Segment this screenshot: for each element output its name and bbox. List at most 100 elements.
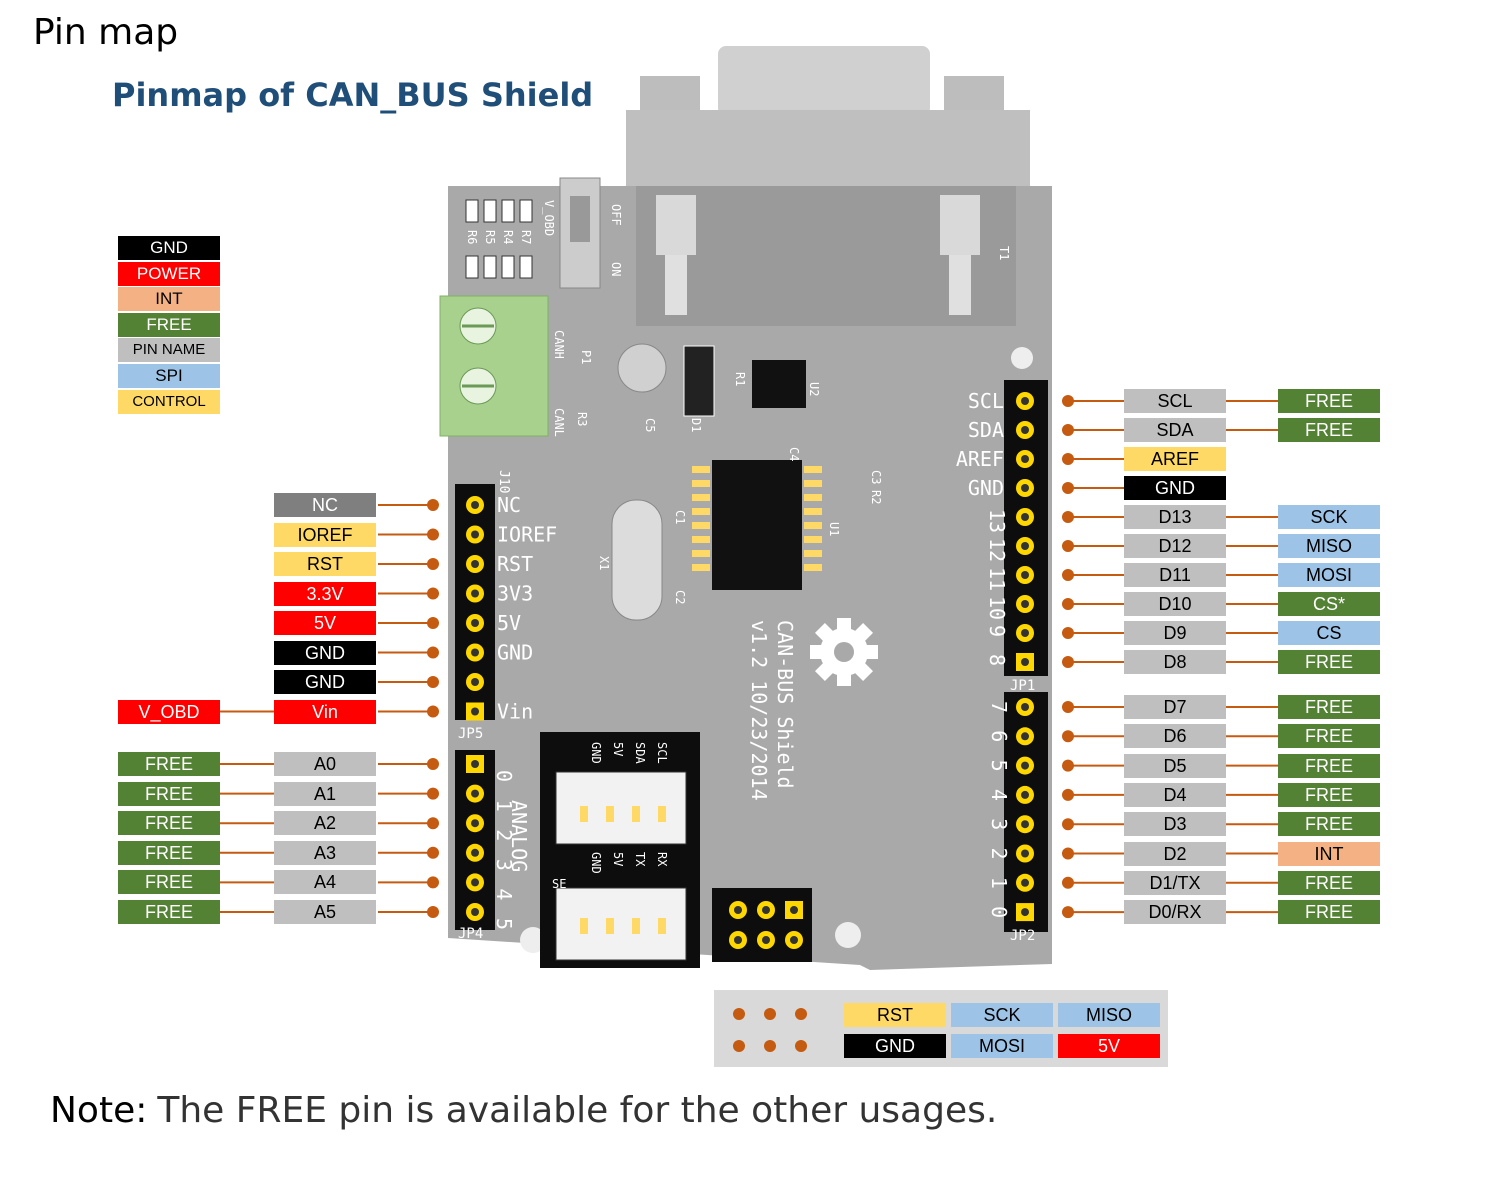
db9-post-left bbox=[640, 76, 700, 116]
mounting-hole bbox=[1011, 347, 1033, 369]
pad-hole bbox=[1021, 484, 1029, 492]
connector-dot bbox=[1062, 656, 1074, 668]
jp5-silk-label: NC bbox=[497, 493, 521, 517]
analog-silk-label: ANALOG bbox=[507, 800, 531, 872]
legend-item-int: INT bbox=[118, 287, 220, 312]
jp1-pin-label: GND bbox=[1124, 476, 1226, 500]
jp2-pin-label: D1/TX bbox=[1124, 870, 1226, 895]
jp1-silk-number: 8 bbox=[985, 654, 1009, 666]
pad-hole bbox=[471, 908, 479, 916]
connector-dot bbox=[427, 558, 439, 570]
connector-dot bbox=[1062, 598, 1074, 610]
pad-hole bbox=[471, 648, 479, 657]
jp1-silk-label: SDA bbox=[968, 418, 1004, 442]
header-jp4 bbox=[455, 750, 495, 930]
jp1-silk-number: 11 bbox=[985, 567, 1009, 591]
jp2-function-label: FREE bbox=[1278, 870, 1380, 895]
icsp-dots bbox=[733, 1008, 807, 1052]
board-name-label: CAN-BUS Shield bbox=[773, 620, 797, 789]
analog-number: 5 bbox=[492, 918, 516, 930]
icsp-label-rst: RST bbox=[844, 1003, 946, 1027]
mounting-hole bbox=[835, 922, 861, 948]
connector-dot bbox=[1062, 759, 1074, 772]
jp2-silk-number: 5 bbox=[987, 760, 1011, 772]
pad-hole bbox=[1021, 571, 1029, 579]
analog-number: 3 bbox=[492, 859, 516, 871]
component-label: U2 bbox=[807, 382, 821, 396]
connector-dot bbox=[1062, 906, 1074, 919]
power-pin-label: NC bbox=[274, 493, 376, 517]
grove-uart-pin-label: TX bbox=[633, 852, 647, 867]
jp5-silk-label: 3V3 bbox=[497, 582, 533, 606]
legend-item-free: FREE bbox=[118, 312, 220, 337]
note-body: The FREE pin is available for the other … bbox=[157, 1090, 998, 1131]
connector-dot bbox=[427, 528, 439, 541]
icsp-label-mosi: MOSI bbox=[951, 1034, 1053, 1058]
jp2-silk-number: 7 bbox=[987, 701, 1011, 713]
connector-dot bbox=[427, 846, 439, 859]
pad-hole bbox=[471, 760, 479, 768]
power-pin-label: IOREF bbox=[274, 522, 376, 547]
jp2-pin-label: D7 bbox=[1124, 695, 1226, 719]
note-prefix: Note: bbox=[50, 1090, 148, 1131]
jp2-silk-number: 2 bbox=[987, 848, 1011, 860]
component-label: D1 bbox=[689, 418, 703, 432]
jp1-pin-label: D10 bbox=[1124, 592, 1226, 616]
jp1-silk-label: SCL bbox=[968, 389, 1004, 413]
grove-i2c-pin-label: SCL bbox=[655, 742, 669, 764]
pad-hole bbox=[471, 878, 479, 887]
analog-function-label: FREE bbox=[118, 752, 220, 776]
component-label: X1 bbox=[597, 556, 611, 570]
chip-u2 bbox=[752, 360, 806, 408]
analog-pin-label: A1 bbox=[274, 781, 376, 806]
jp1-silk-number: 13 bbox=[985, 509, 1009, 533]
jp2-silk-number: 0 bbox=[987, 906, 1011, 918]
connector-dot bbox=[427, 817, 439, 830]
component-label: R5 bbox=[483, 230, 497, 244]
crystal-x1 bbox=[611, 499, 663, 621]
connector-dot bbox=[427, 676, 439, 688]
jp2-silk-number: 6 bbox=[987, 730, 1011, 742]
pad-hole bbox=[1021, 455, 1029, 463]
pad-hole bbox=[1021, 820, 1029, 829]
analog-pin-label: A3 bbox=[274, 840, 376, 865]
analog-function-label: FREE bbox=[118, 840, 220, 865]
pad-hole bbox=[1021, 658, 1029, 666]
pad-hole bbox=[1021, 542, 1029, 550]
connector-dot bbox=[427, 906, 439, 918]
connector-dot bbox=[427, 787, 439, 800]
connector-dot bbox=[427, 705, 439, 718]
gear-logo-icon bbox=[810, 618, 878, 686]
pad-hole bbox=[471, 619, 479, 627]
grove-i2c-pin-label: SDA bbox=[633, 742, 647, 764]
pad-hole bbox=[471, 848, 479, 857]
jp1-pin-label: SCL bbox=[1124, 389, 1226, 413]
jp2-pin-label: D6 bbox=[1124, 724, 1226, 749]
pad-hole bbox=[1021, 426, 1029, 434]
grove-i2c-pin-label: GND bbox=[589, 742, 603, 764]
component-label: R3 bbox=[575, 412, 589, 426]
diagram-subtitle: Pinmap of CAN_BUS Shield bbox=[112, 76, 594, 114]
jp2-function-label: FREE bbox=[1278, 724, 1380, 749]
jp2-silk-number: 1 bbox=[987, 877, 1011, 889]
component-label: U1 bbox=[827, 522, 841, 536]
jp1-function-label: MOSI bbox=[1278, 563, 1380, 587]
jp1-silk-number: 10 bbox=[985, 596, 1009, 620]
jp2-header-label: JP2 bbox=[1010, 928, 1035, 944]
switch-label: ON bbox=[609, 262, 623, 276]
pad-hole bbox=[471, 560, 479, 568]
connector-dot bbox=[1062, 395, 1074, 407]
connector-dot bbox=[1062, 453, 1074, 465]
jp2-function-label: FREE bbox=[1278, 812, 1380, 837]
jp1-function-label: FREE bbox=[1278, 418, 1380, 442]
jp1-pin-label: D12 bbox=[1124, 534, 1226, 558]
power-pin-label: GND bbox=[274, 670, 376, 694]
icsp-label-sck: SCK bbox=[951, 1003, 1053, 1027]
pad-hole bbox=[1021, 790, 1029, 799]
connector-dot bbox=[1062, 482, 1074, 494]
analog-function-label: FREE bbox=[118, 811, 220, 836]
connector-dot bbox=[1062, 876, 1074, 889]
connector-dot bbox=[1062, 847, 1074, 860]
legend-item-spi: SPI bbox=[118, 364, 220, 388]
